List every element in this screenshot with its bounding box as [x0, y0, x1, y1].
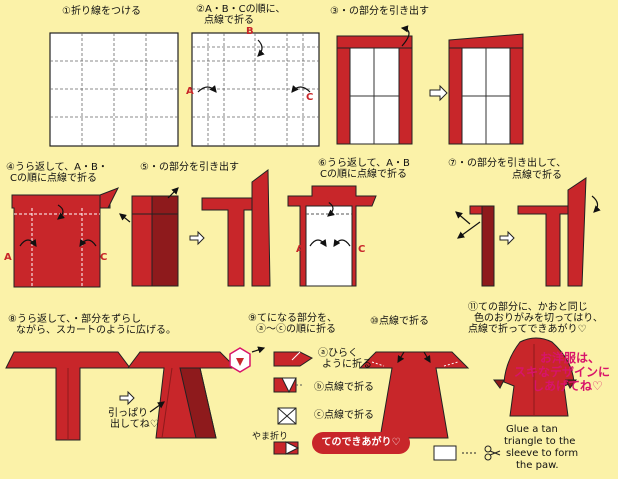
step5-arrow: [189, 230, 205, 246]
step5-label: ⑤・の部分を引き出す: [140, 162, 239, 173]
step8-label-b: ながら、スカートのように広げる。: [16, 325, 176, 336]
step3-frame-right: [448, 33, 524, 145]
step10-label: ⑩点線で折る: [370, 316, 429, 327]
step7-shape-b: [517, 177, 601, 287]
step6-label-a: ⑥うら返して、A・B: [318, 158, 410, 169]
step8-skirt-shape: [127, 351, 238, 439]
english-note-3: sleeve to form: [506, 448, 579, 459]
step4-label-b: Cの順に点線で折る: [10, 173, 97, 184]
step5-shape-b: [201, 169, 271, 287]
step8-label-a: ⑧うら返して、・部分をずらし: [8, 314, 142, 325]
sub-a-label-1: ⓐひらく: [318, 348, 358, 359]
step8-arrow: [119, 390, 135, 406]
step7-label-a: ⑦・の部分を引き出して、: [448, 158, 567, 169]
step3-frame-left: [336, 25, 413, 145]
step3-label: ③・の部分を引き出す: [330, 6, 429, 17]
paw-cut-icon: [433, 445, 501, 461]
step6-label-b: Cの順に点線で折る: [320, 169, 407, 180]
mark-a-step4: A: [4, 252, 12, 263]
step3-arrow: [429, 84, 448, 102]
sub-a-label-2: ように折る: [322, 359, 372, 370]
step9-label-b: ⓐ〜ⓒの順に折る: [256, 324, 336, 335]
step9-sub-c: [277, 407, 297, 425]
step1-label: ①折り線をつける: [62, 6, 141, 17]
side-note-3: しあげてね♡: [532, 379, 603, 393]
step4-label-a: ④うら返して、A・B・: [6, 162, 108, 173]
english-note-2: triangle to the: [504, 436, 576, 447]
step9-sub-d: [273, 441, 300, 455]
done-badge: てのできあがり♡: [312, 432, 410, 454]
mark-c-step2: C: [306, 92, 314, 103]
pull-label-2: 出してね♡: [110, 419, 159, 430]
step9-label-a: ⑨てになる部分を、: [248, 313, 337, 324]
side-note-2: スキなデザインに: [514, 365, 611, 379]
step2-label-b: 点線で折る: [204, 15, 254, 26]
step10-dress: [358, 351, 470, 439]
english-note-1: Glue a tan: [506, 424, 558, 435]
yama-label: やま折り: [252, 432, 289, 442]
step11-label-b: 色のおりがみを切ってはり、: [474, 313, 603, 324]
mark-c-step4: C: [100, 252, 108, 263]
english-note-4: the paw.: [516, 460, 559, 471]
step1-grid-square: [49, 32, 179, 147]
mark-a-step6: A: [296, 244, 304, 255]
side-note-1: お洋服は、: [540, 351, 601, 365]
step7-shape-a: [455, 205, 495, 287]
step2-fold-square: [191, 32, 320, 147]
step2-label-a: ②A・B・Cの順に、: [196, 4, 286, 15]
step5-shape-a: [119, 187, 179, 287]
step9-sub-a: [273, 351, 313, 367]
mark-c-step6: C: [358, 244, 366, 255]
sub-c-label: ⓒ点線で折る: [314, 410, 374, 421]
step8-t-shape: [5, 351, 131, 441]
step7-arrow: [499, 230, 515, 246]
step4-red-body: [11, 187, 120, 288]
pull-label-1: 引っぱり: [108, 408, 148, 419]
sub-b-label: ⓑ点線で折る: [314, 382, 374, 393]
step9-sleeve-hex: [229, 346, 266, 373]
step7-label-b: 点線で折る: [512, 170, 562, 181]
step6-white-body: [287, 185, 377, 287]
step9-sub-b: [273, 377, 304, 394]
step11-final-dress: [493, 337, 577, 417]
mark-b-step2: B: [246, 26, 254, 37]
mark-a-step2: A: [186, 86, 194, 97]
mark-b-step6: B: [322, 196, 330, 207]
step11-label-a: ⑪ての部分に、かおと同じ: [468, 302, 588, 313]
mark-b-step4: B: [50, 198, 58, 209]
step11-label-c: 点線で折ってできあがり♡: [468, 324, 587, 335]
